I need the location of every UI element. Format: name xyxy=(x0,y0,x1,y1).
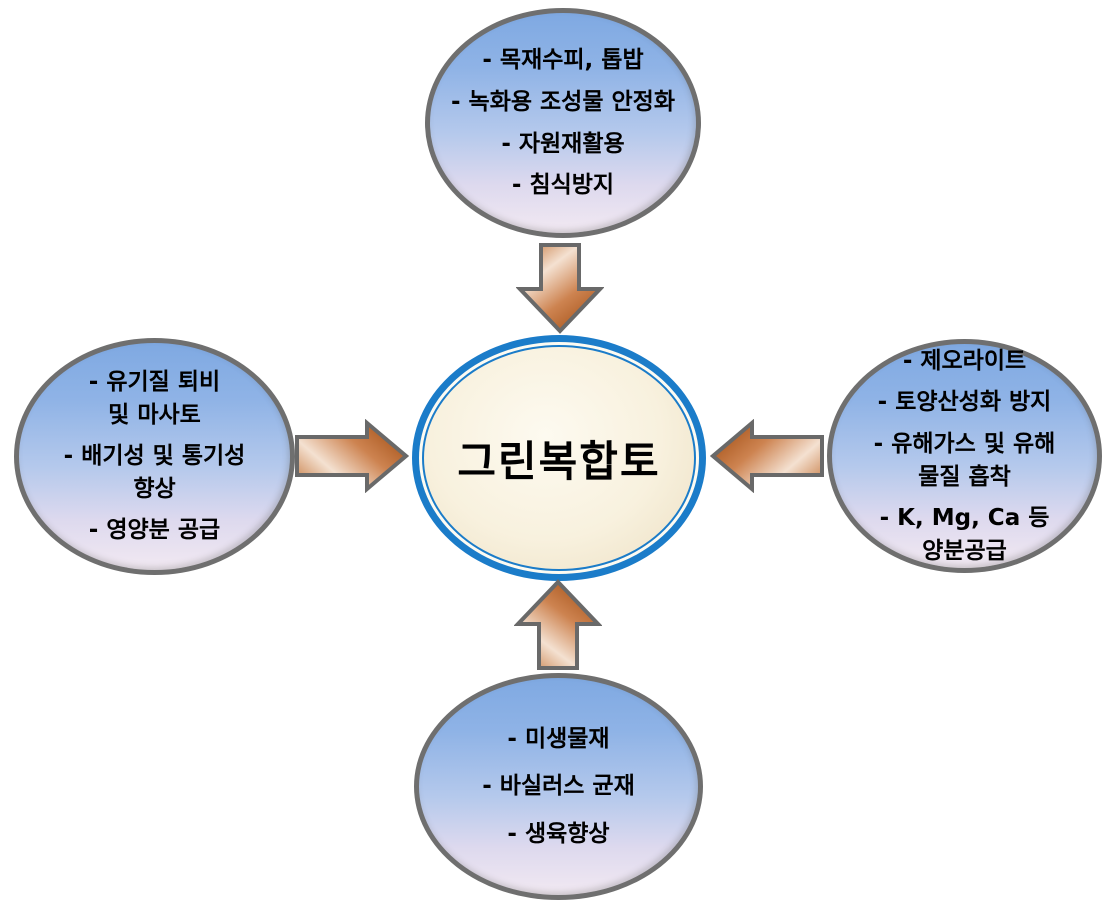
node-bottom-text: - 미생물재 - 바실러스 균재 - 생육향상 xyxy=(482,723,635,851)
node-right-zeolite: - 제오라이트 - 토양산성화 방지 - 유해가스 및 유해 물질 흡착 - K… xyxy=(827,339,1102,573)
list-item: - 유해가스 및 유해 xyxy=(873,430,1056,457)
node-left-text: - 유기질 퇴비 및 마사토 - 배기성 및 통기성 향상 - 영양분 공급 xyxy=(64,366,246,547)
list-item: - 녹화용 조성물 안정화 xyxy=(450,88,675,115)
node-right-text: - 제오라이트 - 토양산성화 방지 - 유해가스 및 유해 물질 흡착 - K… xyxy=(874,345,1056,568)
center-label: 그린복합토 xyxy=(457,436,661,486)
list-item: - 침식방지 xyxy=(511,172,615,199)
list-item: - 유기질 퇴비 xyxy=(88,368,221,395)
list-item-continuation: 향상 xyxy=(133,475,176,502)
list-item: - 토양산성화 방지 xyxy=(877,389,1052,416)
list-item-continuation: 및 마사토 xyxy=(108,401,201,428)
list-item: - 바실러스 균재 xyxy=(482,773,635,800)
node-top-wood-materials: - 목재수피, 톱밥 - 녹화용 조성물 안정화 - 자원재활용 - 침식방지 xyxy=(425,8,701,238)
list-item: - 자원재활용 xyxy=(501,130,625,157)
connector-arrow-right-left-icon xyxy=(710,419,824,493)
node-bottom-microbial-agent: - 미생물재 - 바실러스 균재 - 생육향상 xyxy=(414,673,703,900)
list-item: - K, Mg, Ca 등 xyxy=(879,505,1050,532)
connector-arrow-top-down-icon xyxy=(516,243,604,335)
list-item: - 제오라이트 xyxy=(902,347,1027,374)
node-left-organic-compost: - 유기질 퇴비 및 마사토 - 배기성 및 통기성 향상 - 영양분 공급 xyxy=(14,338,295,575)
node-top-text: - 목재수피, 톱밥 - 녹화용 조성물 안정화 - 자원재활용 - 침식방지 xyxy=(451,44,675,202)
list-item: - 영양분 공급 xyxy=(88,517,221,544)
list-item-continuation: 양분공급 xyxy=(922,537,1007,564)
node-center-green-composite-soil: 그린복합토 xyxy=(412,335,706,581)
connector-arrow-bottom-up-icon xyxy=(514,578,602,670)
center-node-inner: 그린복합토 xyxy=(422,345,696,571)
list-item: - 배기성 및 통기성 xyxy=(63,443,246,470)
list-item: - 생육향상 xyxy=(507,820,610,847)
list-item-continuation: 물질 흡착 xyxy=(918,463,1011,490)
list-item: - 목재수피, 톱밥 xyxy=(482,47,644,74)
connector-arrow-left-right-icon xyxy=(295,419,409,493)
list-item: - 미생물재 xyxy=(507,725,610,752)
